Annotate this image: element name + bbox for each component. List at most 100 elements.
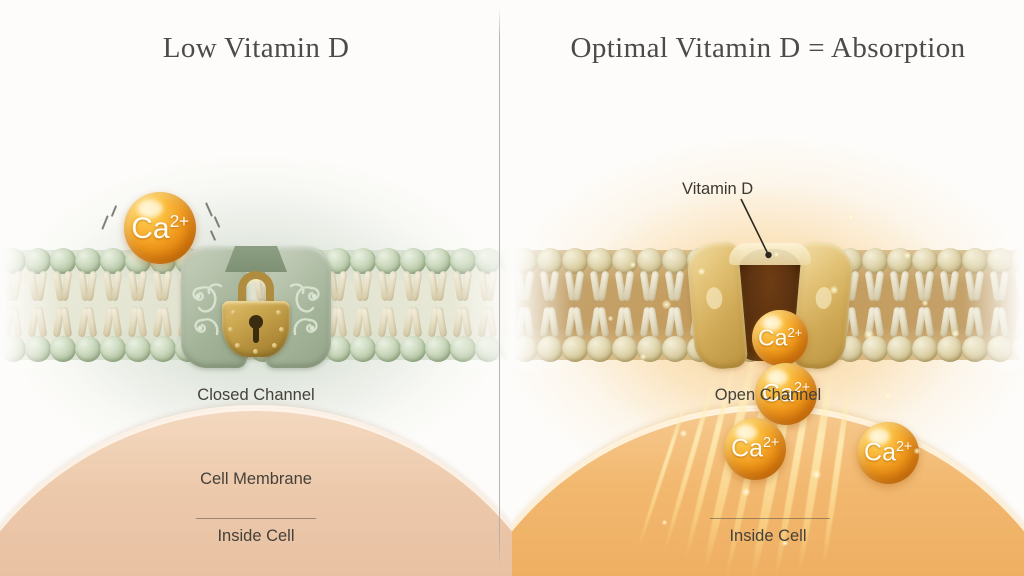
label-cell-membrane: Cell Membrane xyxy=(200,470,312,488)
sparkle xyxy=(864,330,874,340)
padlock-rivet xyxy=(276,310,281,315)
phospholipid-tail xyxy=(647,306,660,338)
phospholipid-tail xyxy=(897,306,910,338)
calcium-ion: Ca2+ xyxy=(752,310,808,366)
phospholipid-tail xyxy=(622,306,635,338)
padlock-rivet xyxy=(279,327,284,332)
phospholipid-tail-pair xyxy=(125,270,151,303)
sparkle xyxy=(688,206,693,211)
phospholipid-head xyxy=(150,336,176,362)
sparkle xyxy=(904,252,911,259)
phospholipid-head xyxy=(125,336,151,362)
phospholipid-tail xyxy=(460,306,473,338)
phospholipid-head xyxy=(537,336,563,362)
sparkle xyxy=(782,540,788,546)
phospholipid-head xyxy=(987,336,1013,362)
phospholipid-head xyxy=(937,248,963,274)
phospholipid-tail xyxy=(672,306,685,338)
phospholipid-head xyxy=(512,336,538,362)
phospholipid-tail xyxy=(647,270,660,302)
phospholipid-head xyxy=(887,336,913,362)
phospholipid-tail-pair xyxy=(637,270,663,303)
calcium-ion: Ca2+ xyxy=(124,192,196,264)
phospholipid-tail xyxy=(85,306,98,338)
label-vitamin-d: Vitamin D xyxy=(682,180,754,198)
phospholipid-tail xyxy=(60,270,73,302)
phospholipid-tail-pair xyxy=(562,270,588,303)
phospholipid-tail xyxy=(572,306,585,338)
phospholipid-head xyxy=(350,336,376,362)
phospholipid-tail xyxy=(160,306,173,338)
phospholipid-tail-pair xyxy=(962,270,988,303)
phospholipid-tail-pair xyxy=(425,270,451,303)
phospholipid-tail xyxy=(547,306,560,338)
phospholipid-tail-pair xyxy=(25,270,51,303)
phospholipid-tail xyxy=(410,270,423,302)
phospholipid-head xyxy=(450,336,476,362)
sparkle xyxy=(640,354,646,360)
phospholipid-head xyxy=(50,336,76,362)
phospholipid-tail-pair xyxy=(512,270,538,303)
phospholipid-tail xyxy=(547,270,560,302)
phospholipid-tail xyxy=(160,270,173,302)
inside-cell-rule-right xyxy=(710,518,830,519)
phospholipid-tail xyxy=(485,270,498,302)
calcium-ion-label: Ca2+ xyxy=(731,434,779,463)
calcium-ion-label: Ca2+ xyxy=(131,210,189,245)
phospholipid-tail xyxy=(572,270,585,302)
phospholipid-tail xyxy=(110,306,123,338)
phospholipid-tail xyxy=(622,270,635,302)
sparkle xyxy=(774,252,779,257)
phospholipid-head xyxy=(425,336,451,362)
sparkle xyxy=(662,520,667,525)
phospholipid-head xyxy=(587,248,613,274)
motion-line xyxy=(213,216,221,228)
phospholipid-tail xyxy=(35,306,48,338)
sparkle xyxy=(922,300,928,306)
phospholipid-tail-pair xyxy=(75,270,101,303)
panel-optimal-vitamin-d: Optimal Vitamin D = Absorption xyxy=(512,0,1024,576)
phospholipid-tail-pair xyxy=(50,270,76,303)
phospholipid-tail xyxy=(947,270,960,302)
sparkle xyxy=(830,286,838,294)
phospholipid-tail xyxy=(672,270,685,302)
phospholipid-head xyxy=(662,336,688,362)
phospholipid-head xyxy=(375,248,401,274)
padlock-rivet xyxy=(228,327,233,332)
phospholipid-tail-pair xyxy=(612,270,638,303)
phospholipid-tail-pair xyxy=(450,270,476,303)
phospholipid-tail-pair xyxy=(862,270,888,303)
phospholipid-tail xyxy=(997,306,1010,338)
sparkle xyxy=(952,330,959,337)
phospholipid-tail xyxy=(897,270,910,302)
phospholipid-tail xyxy=(485,306,498,338)
padlock-rivet xyxy=(272,343,277,348)
phospholipid-tail-pair xyxy=(937,270,963,303)
phospholipid-head xyxy=(612,336,638,362)
phospholipid-tail-pair xyxy=(475,270,501,303)
phospholipid-head xyxy=(400,336,426,362)
calcium-ion: Ca2+ xyxy=(755,363,817,425)
sparkle xyxy=(884,392,892,400)
phospholipid-tail xyxy=(110,270,123,302)
sparkle xyxy=(848,214,854,220)
phospholipid-tail-pair xyxy=(500,270,512,303)
phospholipid-head xyxy=(425,248,451,274)
padlock-rivet xyxy=(253,349,258,354)
padlock-icon xyxy=(222,271,290,357)
phospholipid-head xyxy=(862,248,888,274)
phospholipid-tail xyxy=(335,306,348,338)
phospholipid-tail xyxy=(135,270,148,302)
phospholipid-tail xyxy=(522,270,535,302)
sparkle xyxy=(698,268,705,275)
motion-line xyxy=(110,205,118,217)
panel-title-right: Optimal Vitamin D = Absorption xyxy=(570,32,966,64)
label-closed-channel: Closed Channel xyxy=(197,386,315,404)
phospholipid-tail-pair xyxy=(150,270,176,303)
calcium-ion-label: Ca2+ xyxy=(757,324,802,351)
panel-divider xyxy=(499,8,500,568)
phospholipid-tail-pair xyxy=(887,270,913,303)
phospholipid-tail-pair xyxy=(912,270,938,303)
phospholipid-head xyxy=(25,336,51,362)
calcium-ion-label: Ca2+ xyxy=(762,379,810,408)
